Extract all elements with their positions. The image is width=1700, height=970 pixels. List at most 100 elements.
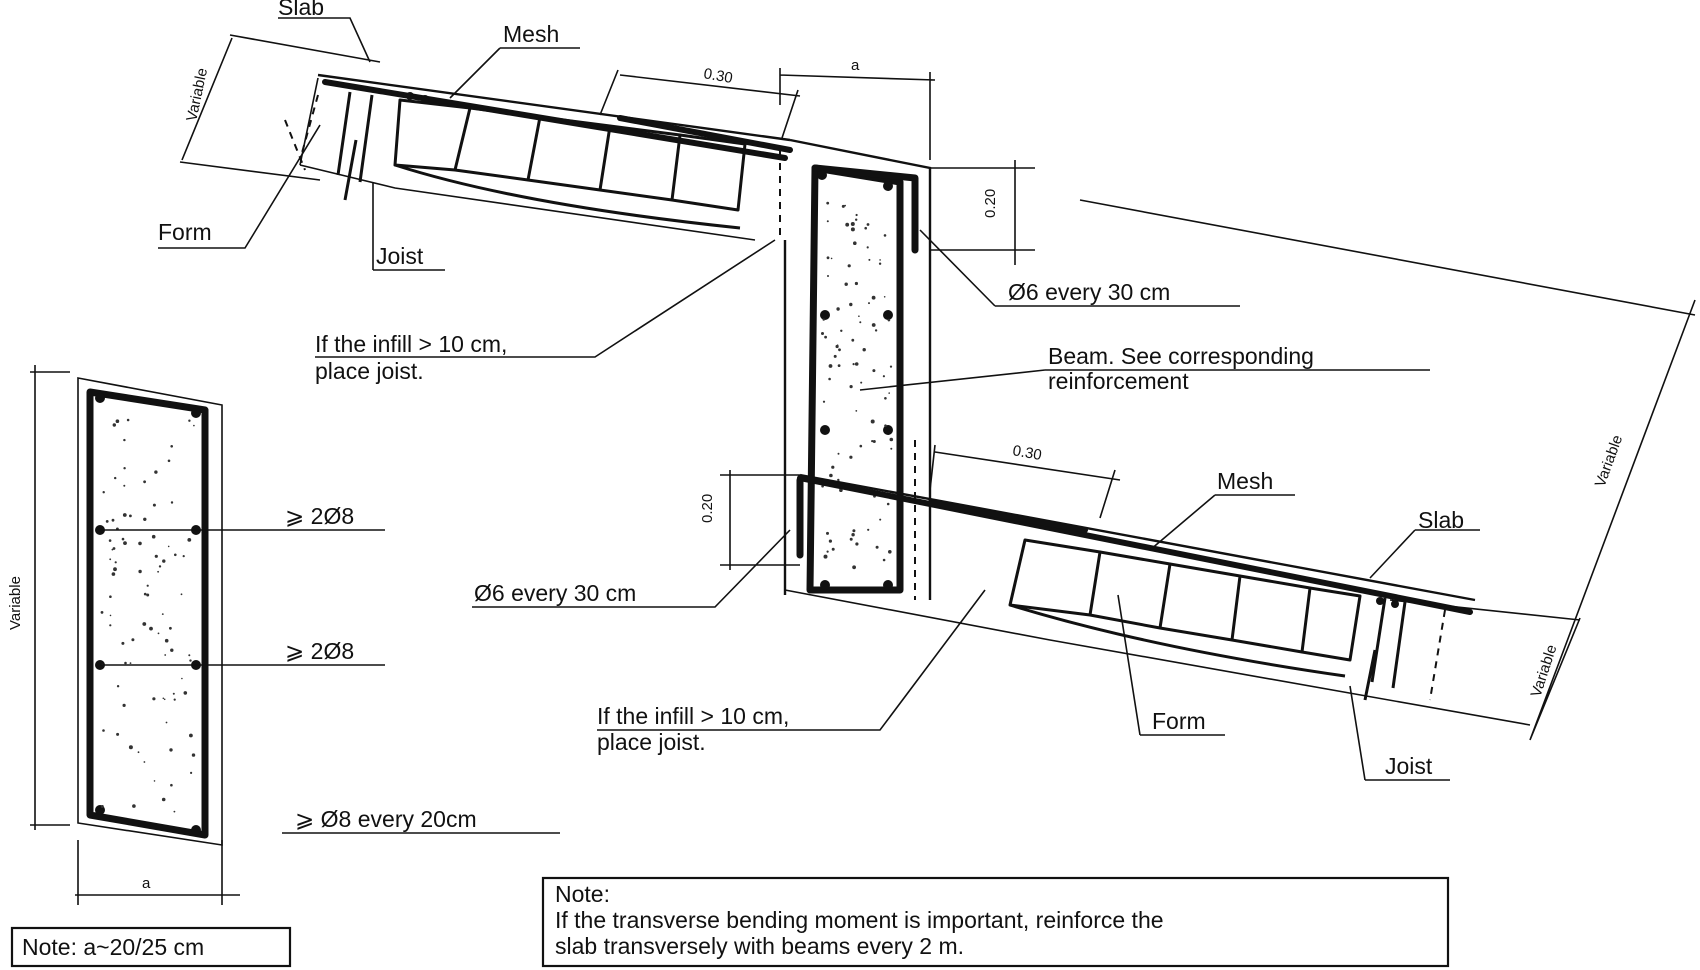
concrete-speck bbox=[111, 518, 115, 522]
concrete-speck bbox=[883, 234, 887, 237]
label-form-left: Form bbox=[158, 219, 212, 245]
beam-bar-dot bbox=[820, 425, 830, 435]
concrete-speck bbox=[850, 222, 855, 226]
beam-stirrup bbox=[806, 164, 904, 594]
section-bar-dot bbox=[191, 825, 201, 835]
leader-beam bbox=[859, 369, 1430, 391]
concrete-speck bbox=[124, 661, 127, 665]
dim-variable-section bbox=[30, 365, 70, 830]
concrete-speck bbox=[138, 569, 142, 574]
concrete-speck bbox=[137, 751, 140, 754]
concrete-speck bbox=[169, 626, 172, 630]
concrete-speck bbox=[874, 329, 878, 332]
concrete-speck bbox=[852, 529, 856, 533]
concrete-speck bbox=[822, 400, 826, 403]
dim-020-top bbox=[930, 160, 1035, 265]
dim-020-bottom bbox=[720, 470, 800, 570]
concrete-speck bbox=[146, 584, 149, 587]
concrete-speck bbox=[864, 226, 867, 230]
concrete-speck bbox=[830, 257, 833, 260]
concrete-speck bbox=[164, 638, 169, 643]
dim-030-top bbox=[599, 69, 801, 139]
concrete-speck bbox=[851, 338, 855, 342]
concrete-speck bbox=[884, 424, 887, 428]
lower-form-block bbox=[1089, 550, 1172, 630]
section-bar-dot bbox=[191, 408, 201, 418]
concrete-speck bbox=[836, 344, 839, 347]
label-infill-bottom-line1: If the infill > 10 cm, bbox=[597, 703, 789, 729]
concrete-speck bbox=[854, 281, 859, 286]
concrete-speck bbox=[123, 484, 126, 487]
lower-slab bbox=[784, 473, 1531, 726]
leader-joist-right bbox=[1349, 685, 1450, 781]
concrete-speck bbox=[182, 555, 185, 558]
concrete-speck bbox=[180, 593, 183, 596]
label-mesh-right: Mesh bbox=[1217, 468, 1273, 494]
concrete-speck bbox=[167, 545, 170, 548]
concrete-speck bbox=[826, 531, 829, 535]
concrete-speck bbox=[161, 613, 164, 615]
beam-bar-dot bbox=[820, 580, 830, 590]
upper-form-block bbox=[671, 133, 747, 212]
dim-variable-top bbox=[179, 34, 381, 181]
beam-bar-dot bbox=[883, 181, 893, 191]
concrete-speck bbox=[870, 419, 875, 424]
beam bbox=[779, 138, 932, 600]
concrete-speck bbox=[859, 321, 862, 324]
concrete-speck bbox=[824, 335, 827, 339]
concrete-speck bbox=[831, 547, 835, 551]
leader-form-left bbox=[158, 124, 321, 249]
concrete-speck bbox=[836, 307, 840, 311]
lower-splice-bar bbox=[927, 500, 1088, 533]
concrete-speck bbox=[878, 262, 882, 265]
concrete-speck bbox=[837, 478, 840, 482]
concrete-speck bbox=[889, 437, 894, 442]
concrete-speck bbox=[163, 698, 166, 701]
concrete-speck bbox=[114, 561, 117, 564]
upper-form-block bbox=[599, 124, 682, 202]
concrete-speck bbox=[116, 732, 120, 736]
concrete-speck bbox=[157, 632, 160, 635]
concrete-speck bbox=[867, 528, 870, 531]
concrete-speck bbox=[109, 595, 112, 598]
label-stirrup-top: Ø6 every 30 cm bbox=[1008, 279, 1170, 305]
note-boxes: Note: a~20/25 cm Note: If the transverse… bbox=[10, 876, 1450, 968]
concrete-speck bbox=[143, 480, 147, 484]
concrete-speck bbox=[837, 364, 841, 367]
upper-slab bbox=[284, 73, 793, 241]
concrete-speck bbox=[187, 538, 192, 542]
concrete-speck bbox=[173, 810, 176, 813]
concrete-speck bbox=[822, 318, 825, 321]
concrete-speck bbox=[844, 204, 846, 207]
concrete-speck bbox=[872, 440, 876, 443]
concrete-speck bbox=[161, 797, 166, 802]
concrete-speck bbox=[100, 611, 104, 614]
concrete-speck bbox=[143, 761, 146, 763]
label-joist-left: Joist bbox=[376, 243, 424, 269]
dim-label-a-top: a bbox=[851, 57, 860, 74]
concrete-speck bbox=[841, 204, 845, 208]
dim-label-020-bottom: 0.20 bbox=[699, 494, 716, 523]
concrete-speck bbox=[188, 654, 191, 657]
note-bending-line1: If the transverse bending moment is impo… bbox=[555, 907, 1164, 933]
lower-joist bbox=[1363, 597, 1407, 701]
concrete-speck bbox=[123, 438, 126, 442]
concrete-speck bbox=[128, 745, 133, 750]
concrete-speck bbox=[828, 539, 833, 543]
concrete-speck bbox=[153, 780, 156, 782]
concrete-speck bbox=[852, 363, 855, 366]
concrete-speck bbox=[875, 545, 879, 549]
concrete-speck bbox=[823, 554, 828, 559]
concrete-speck bbox=[849, 302, 853, 307]
dimension-lines bbox=[30, 34, 1696, 905]
upper-form-block bbox=[527, 115, 612, 192]
concrete-speck bbox=[146, 593, 150, 597]
concrete-speck bbox=[882, 558, 886, 562]
concrete-speck bbox=[872, 369, 876, 373]
beam-bar-dot bbox=[883, 580, 893, 590]
dim-label-030-bottom: 0.30 bbox=[1011, 442, 1043, 464]
label-section-bar-2: ⩾ 2Ø8 bbox=[285, 638, 354, 664]
dim-label-variable-section: Variable bbox=[7, 576, 24, 630]
label-beam-line2: reinforcement bbox=[1048, 368, 1189, 394]
